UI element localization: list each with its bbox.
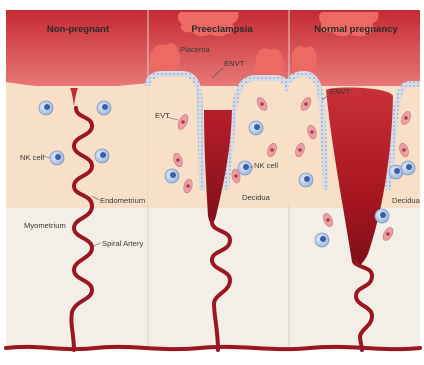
decidua-mound-left <box>148 74 202 204</box>
nk-cell <box>401 161 415 175</box>
nk-cell-label: NK cell <box>20 153 44 162</box>
nk-cell <box>315 233 329 247</box>
nk-cell <box>249 121 263 135</box>
spiral-artery-label: Spiral Artery <box>102 239 144 248</box>
placenta-villus <box>255 48 284 74</box>
panel-title-normal-pregnancy: Normal pregnancy <box>314 24 398 35</box>
panel-title-preeclampsia: Preeclampsia <box>191 24 253 35</box>
evt-label: EVT <box>155 111 170 120</box>
decidua-label: Decidua <box>242 193 271 202</box>
myometrium-label: Myometrium <box>24 221 66 230</box>
nk-cell <box>95 149 109 163</box>
envt-label: ENVT <box>224 59 245 68</box>
nk-cell <box>299 173 313 187</box>
envt-label: ENVT <box>330 87 351 96</box>
nk-cell <box>375 209 389 223</box>
endometrium-label: Endometrium <box>100 196 145 205</box>
panel-title-non-pregnant: Non-pregnant <box>47 24 110 35</box>
nk-cell <box>50 151 64 165</box>
nk-cell-label: NK cell <box>254 161 278 170</box>
nk-cell <box>97 101 111 115</box>
nk-cell <box>165 169 179 183</box>
decidua-label: Decidua <box>392 196 421 205</box>
placenta-villus <box>292 46 317 72</box>
nk-cell <box>39 101 53 115</box>
basal-artery <box>6 347 420 349</box>
placenta-label: Placenta <box>180 45 210 54</box>
nk-cell <box>238 161 252 175</box>
